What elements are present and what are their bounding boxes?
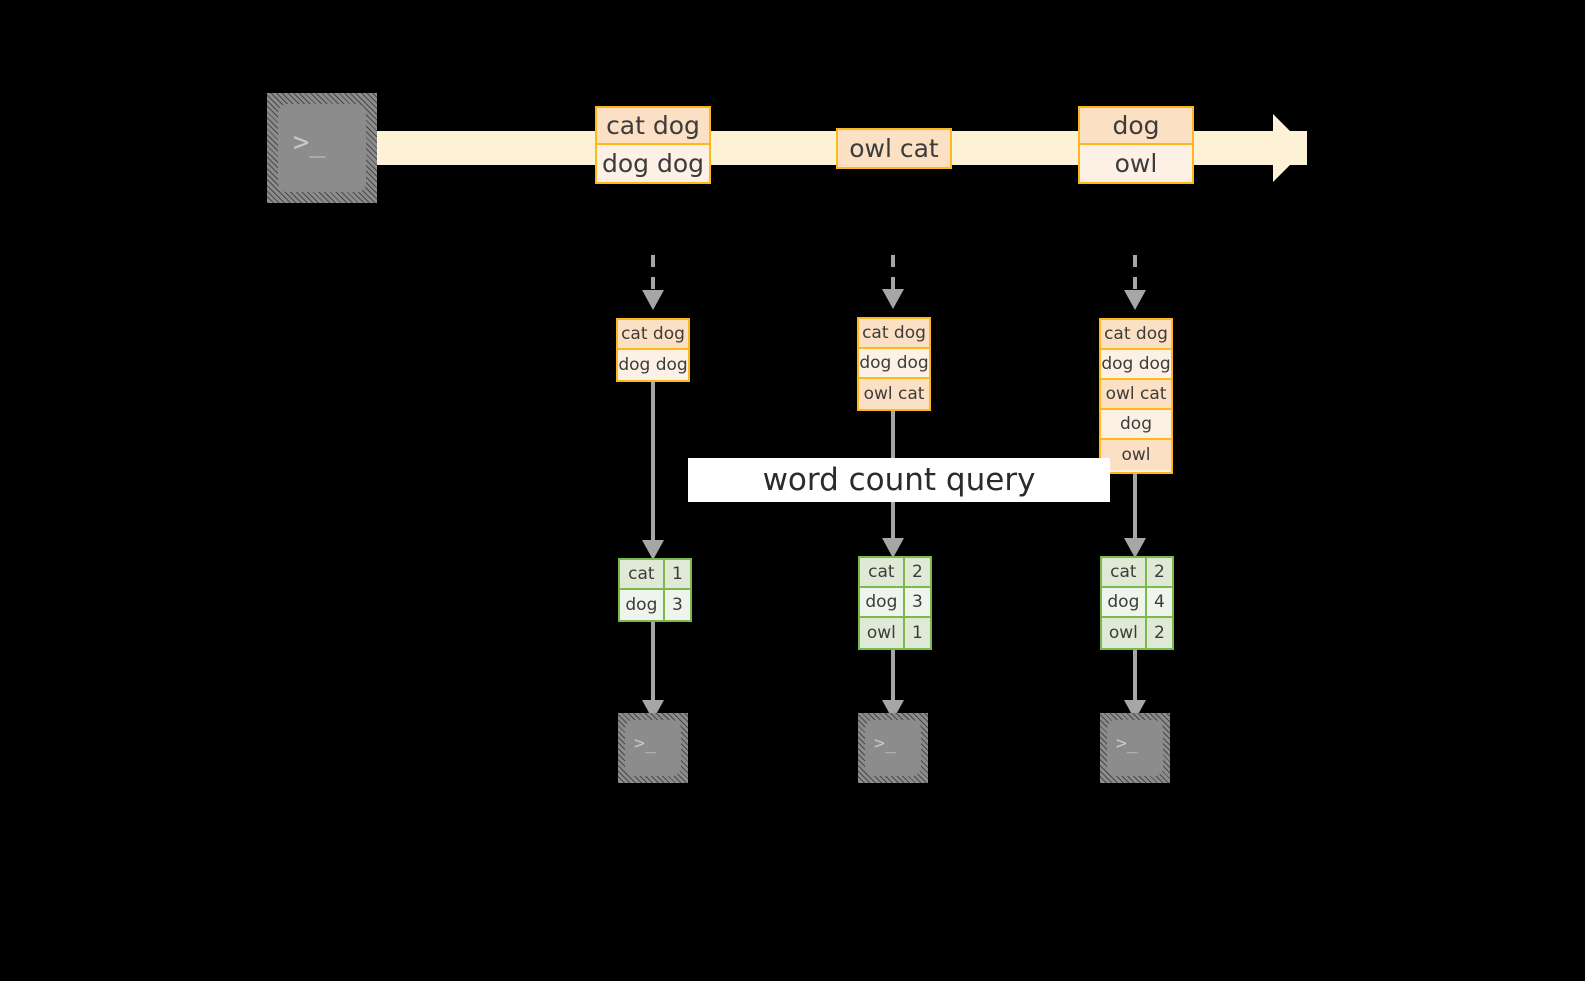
stream-record-line: dog xyxy=(1080,108,1192,145)
terminal-body xyxy=(1107,720,1163,776)
stream-timeline-arrowhead xyxy=(1273,114,1310,182)
result-count: 3 xyxy=(671,595,683,615)
stream-to-input-connector xyxy=(651,255,655,290)
query-label-band: word count query xyxy=(688,458,1110,502)
stream-to-input-arrowhead xyxy=(1124,290,1146,310)
result-count: 1 xyxy=(911,623,923,643)
stream-record: dog owl xyxy=(1078,106,1194,184)
result-word: cat xyxy=(860,558,905,586)
stream-record-line: owl cat xyxy=(838,130,950,167)
stream-to-input-connector xyxy=(1133,255,1137,290)
result-count: 3 xyxy=(911,592,923,612)
result-row: dog 3 xyxy=(860,588,930,618)
result-row: cat 2 xyxy=(1102,558,1172,588)
input-to-result-arrowhead xyxy=(882,538,904,558)
result-row: owl 2 xyxy=(1102,618,1172,648)
stream-to-input-arrowhead xyxy=(642,290,664,310)
input-row: dog dog xyxy=(1101,350,1171,380)
stream-record-line: cat dog xyxy=(597,108,709,145)
result-count: 2 xyxy=(1153,562,1165,582)
result-count: 4 xyxy=(1153,592,1165,612)
input-row: owl cat xyxy=(859,379,929,409)
result-word: owl xyxy=(1102,618,1147,648)
input-row: owl cat xyxy=(1101,380,1171,410)
stream-record: cat dog dog dog xyxy=(595,106,711,184)
word-count-result-table: cat 2 dog 4 owl 2 xyxy=(1100,556,1174,650)
result-word: dog xyxy=(1102,588,1147,616)
result-to-sink-connector xyxy=(891,650,895,700)
input-row: cat dog xyxy=(859,319,929,349)
result-word: cat xyxy=(1102,558,1147,586)
input-row: dog xyxy=(1101,410,1171,440)
input-to-result-arrowhead xyxy=(642,540,664,560)
input-to-result-arrowhead xyxy=(1124,538,1146,558)
result-row: cat 2 xyxy=(860,558,930,588)
terminal-prompt-glyph: >_ xyxy=(1116,733,1138,754)
result-word: dog xyxy=(860,588,905,616)
terminal-body xyxy=(625,720,681,776)
input-row: owl xyxy=(1101,440,1171,470)
result-count: 2 xyxy=(1153,623,1165,643)
terminal-prompt-glyph: >_ xyxy=(874,733,896,754)
input-row: dog dog xyxy=(618,350,688,380)
accumulated-input-table: cat dog dog dog xyxy=(616,318,690,382)
result-word: dog xyxy=(620,590,665,620)
word-count-result-table: cat 1 dog 3 xyxy=(618,558,692,622)
result-to-sink-connector xyxy=(651,622,655,700)
sink-terminal-icon: >_ xyxy=(858,713,928,783)
sink-terminal-icon: >_ xyxy=(618,713,688,783)
input-to-result-connector xyxy=(651,382,655,540)
stream-to-input-arrowhead xyxy=(882,289,904,309)
result-row: owl 1 xyxy=(860,618,930,648)
terminal-prompt-glyph: >_ xyxy=(634,733,656,754)
terminal-body xyxy=(278,104,366,192)
result-row: cat 1 xyxy=(620,560,690,590)
result-row: dog 3 xyxy=(620,590,690,620)
result-count: 2 xyxy=(911,562,923,582)
result-word: cat xyxy=(620,560,665,588)
result-word: owl xyxy=(860,618,905,648)
input-row: dog dog xyxy=(859,349,929,379)
stream-to-input-connector xyxy=(891,255,895,289)
result-count: 1 xyxy=(671,564,683,584)
terminal-prompt-glyph: >_ xyxy=(293,127,326,158)
stream-record-line: owl xyxy=(1080,145,1192,182)
input-to-result-connector xyxy=(1133,474,1137,538)
query-label-text: word count query xyxy=(762,462,1036,498)
input-row: cat dog xyxy=(1101,320,1171,350)
word-count-result-table: cat 2 dog 3 owl 1 xyxy=(858,556,932,650)
stream-record: owl cat xyxy=(836,128,952,169)
accumulated-input-table: cat dog dog dog owl cat xyxy=(857,317,931,411)
input-row: cat dog xyxy=(618,320,688,350)
result-to-sink-connector xyxy=(1133,650,1137,700)
terminal-body xyxy=(865,720,921,776)
result-row: dog 4 xyxy=(1102,588,1172,618)
stream-record-line: dog dog xyxy=(597,145,709,182)
accumulated-input-table: cat dog dog dog owl cat dog owl xyxy=(1099,318,1173,474)
stream-source-terminal-icon: >_ xyxy=(267,93,377,203)
sink-terminal-icon: >_ xyxy=(1100,713,1170,783)
